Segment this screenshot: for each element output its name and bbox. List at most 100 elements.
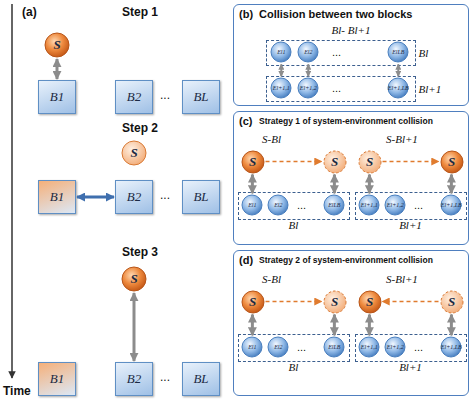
system-circle: S xyxy=(358,150,382,174)
environment-circle: El2 xyxy=(267,336,289,358)
system-circle: S xyxy=(323,150,347,174)
environment-label: El2 xyxy=(304,49,312,55)
panel-label: (c) xyxy=(239,115,252,127)
system-label: S xyxy=(448,154,455,170)
system-label: S xyxy=(249,294,256,310)
environment-label: El+1,2 xyxy=(300,85,317,91)
block-label: B1 xyxy=(50,189,64,205)
block-group: BlEl1El2ElLB xyxy=(238,192,350,220)
environment-circle: El1 xyxy=(241,194,263,216)
circle-shape xyxy=(45,33,69,57)
environment-label: El1 xyxy=(248,202,256,208)
panel-box: (c) Strategy 1 of system-environment coll… xyxy=(233,111,469,245)
system-label: S xyxy=(366,154,373,170)
environment-label: El+1,2 xyxy=(387,344,404,350)
interaction-arrow xyxy=(56,59,59,79)
ellipsis: ... xyxy=(332,46,341,58)
panel-label: (d) xyxy=(239,254,253,266)
environment-label: El2 xyxy=(274,202,282,208)
ellipsis: ... xyxy=(160,188,170,202)
block-label: Bl xyxy=(289,361,299,373)
circle-shape xyxy=(242,195,262,215)
system-label: S xyxy=(331,154,338,170)
system-label: S xyxy=(366,294,373,310)
environment-label: ElLB xyxy=(392,49,404,55)
circle-shape xyxy=(324,337,344,357)
step-label: Step 2 xyxy=(122,121,158,135)
environment-circle: ElLB xyxy=(323,194,345,216)
system-label: S xyxy=(331,294,338,310)
block-label: B1 xyxy=(50,89,64,105)
circle-shape xyxy=(441,151,463,173)
interaction-arrow xyxy=(133,293,136,361)
system-circle: S xyxy=(358,290,382,314)
circle-shape xyxy=(268,195,288,215)
block-label: Bl+1 xyxy=(399,219,422,231)
circle-shape xyxy=(268,337,288,357)
environment-circle: El+1,2 xyxy=(384,194,406,216)
block-group: BlEl1El2ElLB xyxy=(238,334,350,362)
system-label: S xyxy=(130,271,137,287)
ellipsis: ... xyxy=(160,370,170,384)
environment-circle: El+1,2 xyxy=(384,336,406,358)
environment-label: El2 xyxy=(274,344,282,350)
circle-shape xyxy=(324,291,346,313)
environment-label: El+1,1 xyxy=(361,344,378,350)
step-label: Step 3 xyxy=(122,245,158,259)
circle-shape xyxy=(324,195,344,215)
block-box: B2 xyxy=(115,80,153,114)
environment-label: El+1,LB xyxy=(441,202,462,208)
circle-shape xyxy=(359,151,381,173)
block-box: B2 xyxy=(115,362,153,396)
environment-circle: El1 xyxy=(270,41,292,63)
block-label: B1 xyxy=(50,371,64,387)
environment-label: El+1,LB xyxy=(388,85,409,91)
panel-box: (b)Collision between two blocksBl- Bl+1B… xyxy=(233,4,469,106)
system-circle: S xyxy=(241,150,265,174)
time-label: Time xyxy=(3,384,31,398)
circle-shape xyxy=(385,195,405,215)
circle-shape xyxy=(122,141,146,165)
circle-shape xyxy=(388,42,408,62)
system-label: S xyxy=(130,145,137,161)
system-circle: S xyxy=(44,32,70,58)
environment-circle: El+1,2 xyxy=(297,77,319,99)
circle-shape xyxy=(122,267,146,291)
panel-heading: Collision between two blocks xyxy=(259,8,412,20)
circle-shape xyxy=(271,78,291,98)
block-box: B1 xyxy=(38,80,76,114)
environment-circle: El+1,LB xyxy=(387,77,409,99)
environment-label: El+1,1 xyxy=(361,202,378,208)
interaction-arrow xyxy=(77,196,114,199)
circle-shape xyxy=(359,195,379,215)
environment-circle: El+1,LB xyxy=(440,336,462,358)
environment-label: ElLB xyxy=(328,202,340,208)
block-box: BL xyxy=(182,362,220,396)
circle-shape xyxy=(359,291,381,313)
panel-box: (d)Strategy 2 of system-environment coll… xyxy=(233,250,469,396)
circle-shape xyxy=(385,337,405,357)
system-label: S xyxy=(448,294,455,310)
panel-label: (a) xyxy=(22,5,37,19)
circle-shape xyxy=(242,151,264,173)
block-box: BL xyxy=(182,180,220,214)
environment-label: ElLB xyxy=(328,344,340,350)
block-label: Bl xyxy=(419,47,429,59)
block-box: BL xyxy=(182,80,220,114)
ellipsis: ... xyxy=(297,199,306,211)
block-box: B1 xyxy=(38,362,76,396)
step-label: Step 1 xyxy=(122,5,158,19)
collision-label: Bl- Bl+1 xyxy=(332,24,371,36)
environment-label: El1 xyxy=(248,344,256,350)
block-label: B2 xyxy=(127,371,141,387)
circle-shape xyxy=(242,337,262,357)
environment-circle: El+1,LB xyxy=(440,194,462,216)
environment-circle: El+1,1 xyxy=(358,336,380,358)
panel-heading: Strategy 1 of system-environment collisi… xyxy=(259,116,433,126)
block-label: B2 xyxy=(127,189,141,205)
environment-circle: ElLB xyxy=(323,336,345,358)
ellipsis: ... xyxy=(297,341,306,353)
system-circle: S xyxy=(121,140,147,166)
circle-shape xyxy=(298,42,318,62)
system-circle: S xyxy=(323,290,347,314)
